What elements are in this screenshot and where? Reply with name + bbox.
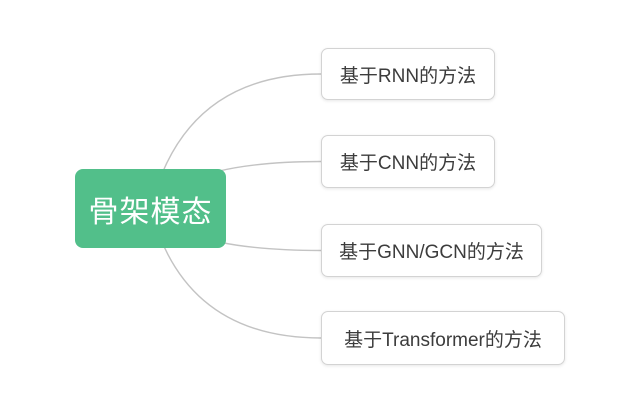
child-node-3[interactable]: 基于GNN/GCN的方法: [321, 224, 542, 277]
child-node-1[interactable]: 基于RNN的方法: [321, 48, 495, 100]
child-node-4[interactable]: 基于Transformer的方法: [321, 311, 565, 365]
root-node[interactable]: 骨架模态: [75, 169, 226, 248]
child-node-2[interactable]: 基于CNN的方法: [321, 135, 495, 188]
